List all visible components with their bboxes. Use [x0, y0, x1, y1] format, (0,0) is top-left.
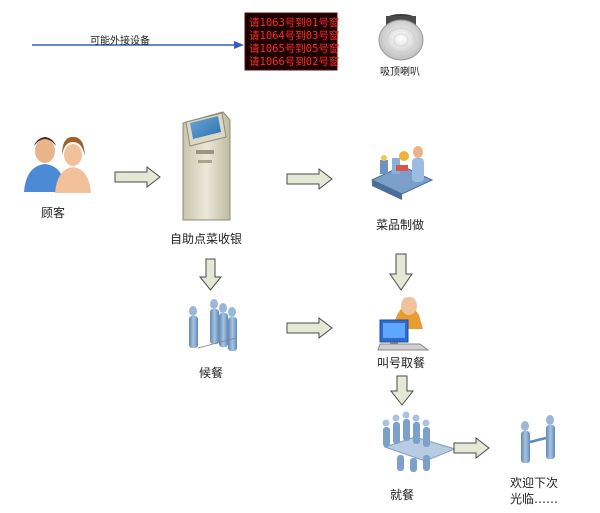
customer-label: 顾客 — [41, 206, 66, 220]
pickup-station-icon — [377, 296, 430, 351]
customers-icon — [24, 136, 91, 193]
dining-label: 就餐 — [390, 488, 415, 502]
farewell-label-line-1: 欢迎下次 — [510, 476, 559, 490]
food-production-icon — [370, 146, 434, 200]
flow-arrow-waiting-to-pickup — [286, 316, 333, 340]
flow-arrow-pickup-to-dining — [389, 375, 415, 406]
cooking-label: 菜品制做 — [376, 218, 425, 232]
kiosk-label: 自助点菜收银 — [170, 232, 243, 246]
flow-arrow-dining-to-farewell — [453, 436, 490, 460]
led-display-board: 请1063号到01号窗 请1064号到03号窗 请1065号到05号窗 请106… — [244, 12, 339, 71]
dining-table-icon — [382, 411, 457, 472]
flow-arrow-cooking-to-pickup — [389, 253, 413, 291]
flow-arrow-kiosk-to-waiting — [198, 258, 223, 291]
waiting-label: 候餐 — [199, 366, 224, 380]
speaker-label: 吸顶喇叭 — [380, 67, 420, 78]
handshake-icon — [521, 415, 555, 463]
pickup-label: 叫号取餐 — [377, 356, 426, 370]
flow-arrow-customer-to-kiosk — [114, 165, 161, 189]
external-device-label: 可能外接设备 — [90, 36, 150, 47]
waiting-people-icon — [189, 299, 237, 351]
farewell-label-line-2: 光临…… — [510, 492, 559, 506]
led-line-4: 请1066号到02号窗 — [249, 55, 339, 68]
led-line-3: 请1065号到05号窗 — [249, 42, 339, 55]
external-device-connector — [32, 41, 244, 49]
led-line-1: 请1063号到01号窗 — [249, 16, 339, 29]
ceiling-speaker-icon — [378, 14, 424, 61]
led-line-2: 请1064号到03号窗 — [249, 29, 339, 42]
kiosk-icon — [182, 111, 231, 221]
flow-arrow-kiosk-to-cooking — [286, 167, 333, 191]
